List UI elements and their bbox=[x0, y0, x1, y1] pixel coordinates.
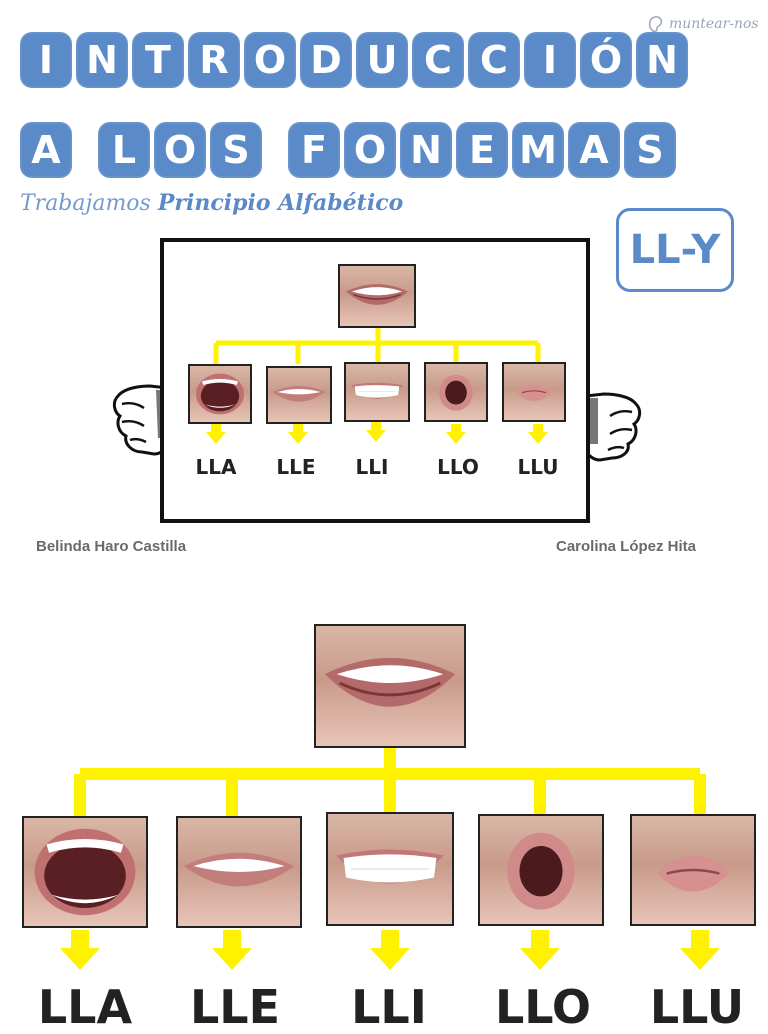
large-label-lla: LLA bbox=[37, 980, 133, 1034]
arrow-down-icon bbox=[60, 930, 100, 970]
large-teeth-mouth-icon bbox=[326, 812, 454, 926]
arrow-down-icon bbox=[520, 930, 560, 970]
title-letter-tile: I bbox=[524, 32, 576, 88]
smile-mouth-icon bbox=[338, 264, 416, 328]
title-letter-tile: D bbox=[300, 32, 352, 88]
large-smile-mouth-icon bbox=[314, 624, 466, 748]
title-letter-tile: F bbox=[288, 122, 340, 178]
small-label-lli: LLI bbox=[355, 455, 389, 479]
arrow-down-icon bbox=[528, 424, 548, 444]
arrow-down-icon bbox=[288, 424, 308, 444]
title-letter-tile: O bbox=[154, 122, 206, 178]
large-label-llo: LLO bbox=[494, 980, 592, 1034]
pucker-mouth-icon bbox=[502, 362, 566, 422]
arrow-down-icon bbox=[206, 424, 226, 444]
large-round-mouth-icon bbox=[478, 814, 604, 926]
small-label-llu: LLU bbox=[517, 455, 559, 479]
large-open-mouth-icon bbox=[22, 816, 148, 928]
title-letter-tile: T bbox=[132, 32, 184, 88]
brand-logo: muntear-nos bbox=[646, 6, 762, 42]
title-letter-tile: Ó bbox=[580, 32, 632, 88]
title-letter-tile: N bbox=[400, 122, 452, 178]
arrow-down-icon bbox=[212, 930, 252, 970]
large-pucker-mouth-icon bbox=[630, 814, 756, 926]
arrow-down-icon bbox=[446, 424, 466, 444]
title-letter-tile: N bbox=[636, 32, 688, 88]
author-left: Belinda Haro Castilla bbox=[36, 538, 187, 555]
large-label-lle: LLE bbox=[189, 980, 281, 1034]
large-wide-mouth-icon bbox=[176, 816, 302, 928]
ear-icon bbox=[648, 16, 663, 33]
small-label-llo: LLO bbox=[437, 455, 479, 479]
phoneme-badge: LL-Y bbox=[616, 208, 734, 292]
title-letter-tile: I bbox=[20, 32, 72, 88]
title-letter-tile: S bbox=[210, 122, 262, 178]
title-letter-tile: L bbox=[98, 122, 150, 178]
title-letter-tile: E bbox=[456, 122, 508, 178]
title-letter-tile: U bbox=[356, 32, 408, 88]
arrow-down-icon bbox=[680, 930, 720, 970]
wide-mouth-icon bbox=[266, 366, 332, 424]
round-mouth-icon bbox=[424, 362, 488, 422]
title-letter-tile: A bbox=[568, 122, 620, 178]
large-label-lli: LLI bbox=[351, 980, 427, 1034]
open-mouth-icon bbox=[188, 364, 252, 424]
small-label-lla: LLA bbox=[195, 455, 237, 479]
fist-hand-right-icon bbox=[584, 392, 642, 462]
subtitle-part-2: Principio Alfabético bbox=[157, 190, 404, 216]
title-letter-tile: O bbox=[244, 32, 296, 88]
subtitle: Trabajamos Principio Alfabético bbox=[20, 190, 403, 216]
large-label-llu: LLU bbox=[649, 980, 745, 1034]
arrow-down-icon bbox=[370, 930, 410, 970]
title-letter-tile: M bbox=[512, 122, 564, 178]
title-letter-tile: R bbox=[188, 32, 240, 88]
title-letter-tile: N bbox=[76, 32, 128, 88]
small-label-lle: LLE bbox=[276, 455, 316, 479]
title-letter-tile: C bbox=[468, 32, 520, 88]
teeth-mouth-icon bbox=[344, 362, 410, 422]
title-letter-tile: O bbox=[344, 122, 396, 178]
subtitle-part-1: Trabajamos bbox=[20, 191, 151, 216]
author-right: Carolina López Hita bbox=[556, 538, 697, 555]
arrow-down-icon bbox=[366, 422, 386, 442]
title-letter-tile: C bbox=[412, 32, 464, 88]
title-letter-tile: A bbox=[20, 122, 72, 178]
logo-text: muntear-nos bbox=[669, 16, 759, 32]
title-letter-tile: S bbox=[624, 122, 676, 178]
